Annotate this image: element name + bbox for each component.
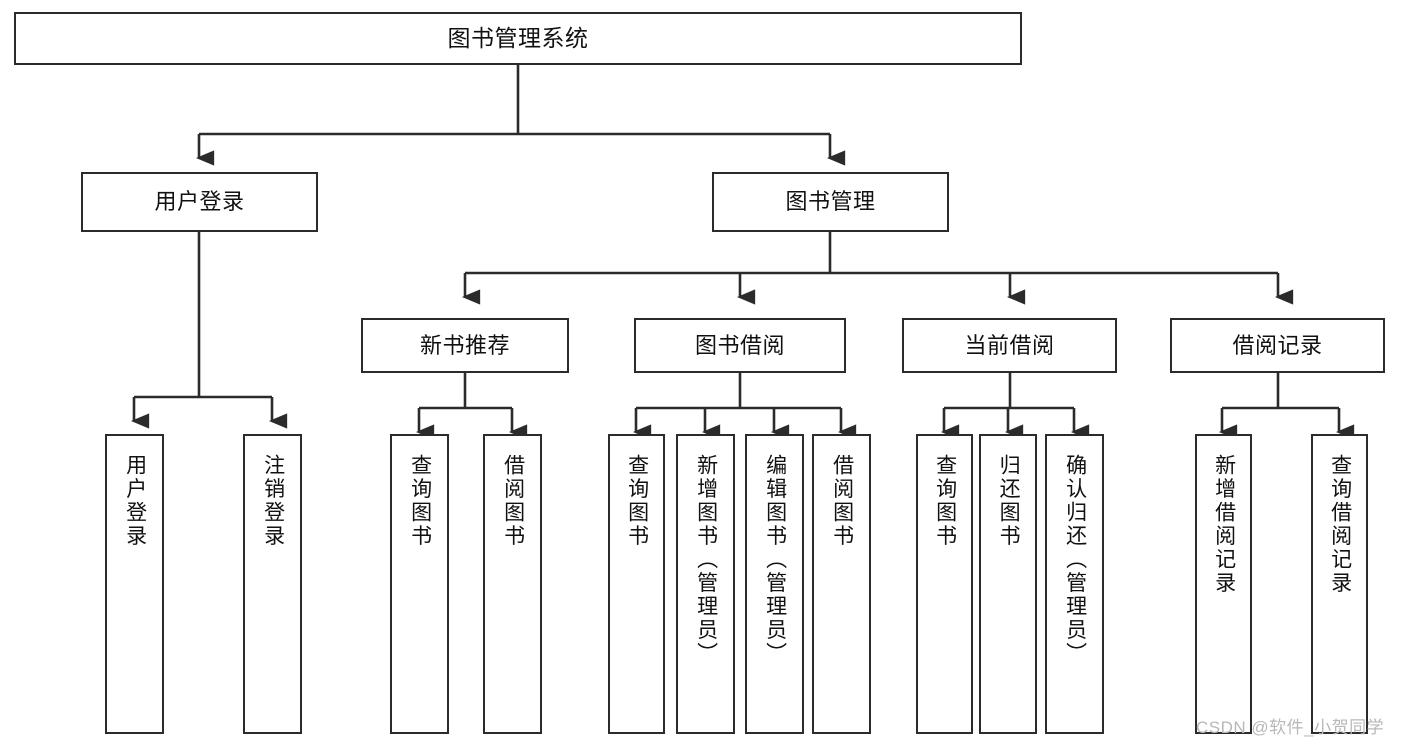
node-label: 用户登录 [123, 454, 147, 548]
node-book-management[interactable]: 图书管理 [712, 172, 949, 232]
node-label: 查询图书 [625, 454, 649, 548]
leaf-recommend-query-book[interactable]: 查询图书 [390, 434, 449, 734]
node-label: 新增图书（管理员） [694, 454, 718, 666]
leaf-record-query-record[interactable]: 查询借阅记录 [1311, 434, 1368, 734]
node-label: 当前借阅 [964, 332, 1055, 358]
csdn-watermark: CSDN @软件_小贺同学 [1196, 718, 1385, 737]
node-label: 新书推荐 [419, 332, 510, 358]
node-current-borrow[interactable]: 当前借阅 [902, 318, 1117, 373]
node-book-borrow[interactable]: 图书借阅 [634, 318, 846, 373]
node-label: 查询借阅记录 [1328, 454, 1352, 595]
node-label: 编辑图书（管理员） [763, 454, 787, 666]
leaf-current-return-book[interactable]: 归还图书 [979, 434, 1037, 734]
leaf-borrow-borrow-book[interactable]: 借阅图书 [812, 434, 871, 734]
leaf-borrow-query-book[interactable]: 查询图书 [608, 434, 665, 734]
node-borrow-record[interactable]: 借阅记录 [1170, 318, 1385, 373]
node-root-system[interactable]: 图书管理系统 [14, 12, 1022, 65]
leaf-borrow-add-book-admin[interactable]: 新增图书（管理员） [676, 434, 735, 734]
leaf-recommend-borrow-book[interactable]: 借阅图书 [483, 434, 542, 734]
node-label: 图书管理 [785, 189, 876, 215]
node-label: 确认归还（管理员） [1063, 454, 1087, 666]
node-label: 注销登录 [261, 454, 285, 548]
leaf-current-confirm-return-admin[interactable]: 确认归还（管理员） [1045, 434, 1104, 734]
node-new-book-recommend[interactable]: 新书推荐 [361, 318, 569, 373]
node-label: 借阅图书 [501, 454, 525, 548]
node-label: 借阅图书 [830, 454, 854, 548]
leaf-user-login-logout[interactable]: 注销登录 [243, 434, 302, 734]
leaf-user-login-login[interactable]: 用户登录 [105, 434, 164, 734]
node-label: 图书管理系统 [447, 25, 589, 52]
leaf-borrow-edit-book-admin[interactable]: 编辑图书（管理员） [745, 434, 804, 734]
node-label: 查询图书 [408, 454, 432, 548]
node-label: 图书借阅 [694, 332, 785, 358]
node-label: 查询图书 [933, 454, 957, 548]
node-label: 新增借阅记录 [1212, 454, 1236, 595]
node-label: 用户登录 [154, 189, 245, 215]
leaf-record-add-record[interactable]: 新增借阅记录 [1195, 434, 1252, 734]
node-user-login[interactable]: 用户登录 [81, 172, 318, 232]
node-label: 借阅记录 [1232, 332, 1323, 358]
node-label: 归还图书 [997, 454, 1021, 548]
leaf-current-query-book[interactable]: 查询图书 [916, 434, 973, 734]
